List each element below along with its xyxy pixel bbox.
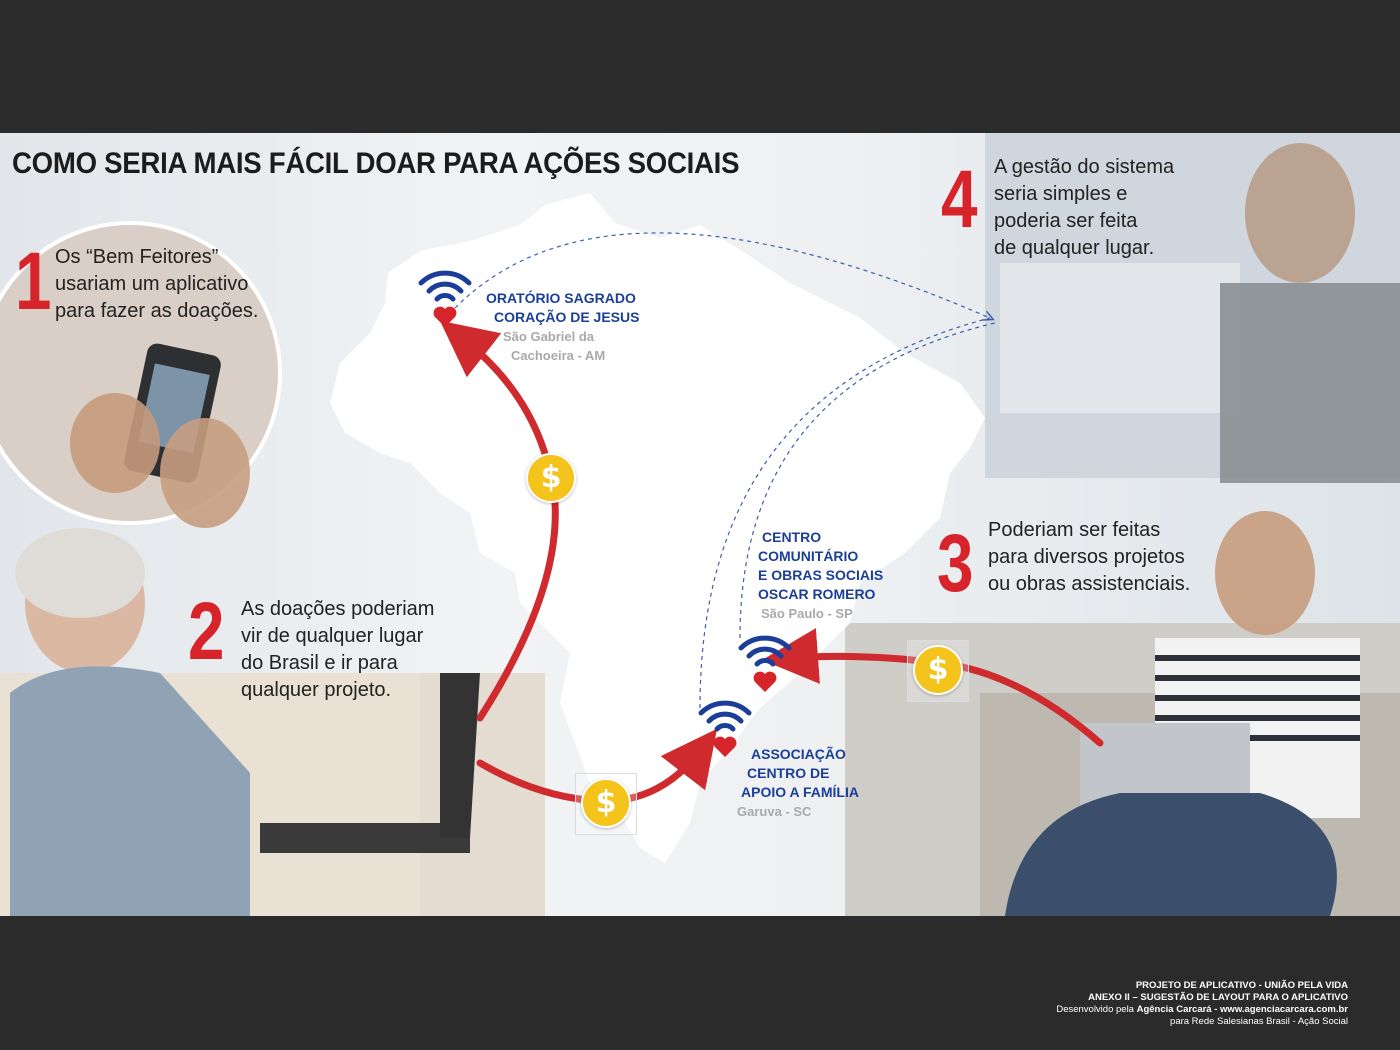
page-title: COMO SERIA MAIS FÁCIL DOAR PARA AÇÕES SO… [12,147,740,180]
photo-phone-hands-circle [0,221,282,528]
step-3-number: 3 [937,518,974,609]
photo-businessman [985,133,1400,483]
dollar-coin-icon: $ [581,778,631,828]
step-1-text: Os “Bem Feitores” usariam um aplicativo … [55,246,259,322]
photo-elderly-man [0,528,545,916]
place-name-oratorio: ORATÓRIO SAGRADO CORAÇÃO DE JESUS [486,290,640,325]
footer-client: para Rede Salesianas Brasil - Ação Socia… [1170,1016,1348,1027]
wifi-heart-icon [698,700,752,757]
step-1-number: 1 [15,236,52,327]
place-city-centro-comunitario: São Paulo - SP [761,606,853,621]
place-city-oratorio: São Gabriel da Cachoeira - AM [503,329,606,363]
wifi-heart-icon [738,635,792,692]
photo-woman-on-sofa [845,511,1400,916]
step-2-number: 2 [188,586,225,677]
footer-developer: Desenvolvido pela Agência Carcará - www.… [1056,1004,1348,1015]
footer-annex: ANEXO II – SUGESTÃO DE LAYOUT PARA O APL… [1088,992,1348,1003]
infographic-artwork [0,133,1400,916]
place-name-associacao: ASSOCIAÇÃO CENTRO DE APOIO A FAMÍLIA [741,746,859,800]
dollar-coin-icon: $ [913,645,963,695]
place-name-centro-comunitario: CENTRO COMUNITÁRIO E OBRAS SOCIAIS OSCAR… [758,529,884,602]
step-3-text: Poderiam ser feitas para diversos projet… [988,519,1191,595]
step-2-text: As doações poderiam vir de qualquer luga… [241,598,435,701]
footer-project-title: PROJETO DE APLICATIVO - UNIÃO PELA VIDA [1135,980,1348,991]
donation-arrow-north [439,320,559,722]
step-4-text: A gestão do sistema seria simples e pode… [994,156,1175,259]
dollar-coin-icon: $ [526,453,576,503]
wifi-heart-icon [418,270,472,327]
step-4-number: 4 [941,154,978,245]
footer-credits: PROJETO DE APLICATIVO - UNIÃO PELA VIDA … [1056,980,1348,1028]
infographic-panel: COMO SERIA MAIS FÁCIL DOAR PARA AÇÕES SO… [0,133,1400,916]
place-city-associacao: Garuva - SC [737,804,812,819]
